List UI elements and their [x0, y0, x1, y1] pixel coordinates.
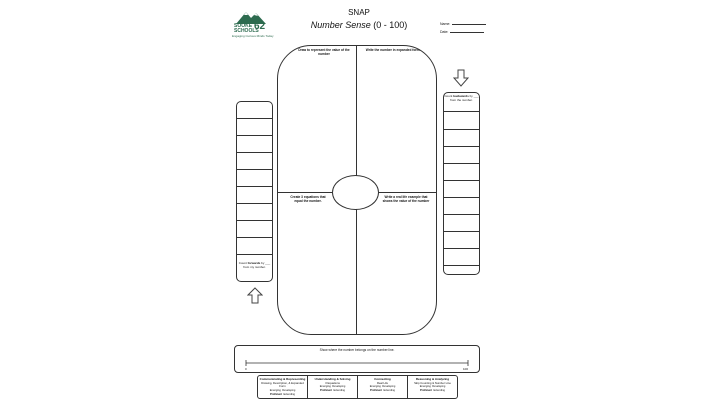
number-oval[interactable] [332, 175, 379, 210]
rubric-understanding: Understanding & Solving 3 Equations Emer… [308, 376, 358, 398]
date-field[interactable]: Date: [440, 30, 485, 34]
count-backwards-label: Count backwards by ___ from the number. [444, 94, 479, 102]
name-field[interactable]: Name: [440, 22, 487, 26]
quadrant-frame [277, 45, 437, 335]
number-line-box [234, 345, 480, 373]
quadrant-equations: Create 3 equations that equal the number… [290, 195, 326, 203]
subtitle-range: (0 - 100) [373, 20, 408, 30]
page-title: SNAP [348, 8, 370, 17]
count-forwards-label: Count forwards by ___ from my number. [238, 261, 271, 269]
rubric-communicating: Communicating & Representing Drawing, De… [258, 376, 308, 398]
rubric-reasoning: Reasoning & Analyzing Skip Counting & Nu… [414, 377, 451, 393]
rubric-connecting: Connecting Real Life Emerging Developing… [358, 376, 408, 398]
logo-tagline: Engaging Curious Minds Today [232, 34, 274, 38]
quadrant-draw: Draw to represent the value of the numbe… [298, 48, 350, 56]
number-line[interactable] [240, 358, 474, 368]
assessment-rubric: Communicating & Representing Drawing, De… [257, 375, 458, 399]
number-line-start: 0 [245, 367, 247, 371]
number-line-label: Show where the number belongs on the num… [319, 348, 395, 352]
arrow-down-icon [453, 69, 469, 87]
page-subtitle: Number Sense (0 - 100) [0, 20, 718, 30]
quadrant-real-life: Write a real life example that shows the… [382, 195, 430, 203]
name-label: Name: [440, 22, 451, 26]
quadrant-expanded-form: Write the number in expanded form. [365, 48, 421, 52]
mountain-icon [236, 12, 266, 24]
subtitle-topic: Number Sense [310, 20, 371, 30]
arrow-up-icon [247, 287, 263, 304]
count-forwards-panel [236, 101, 273, 282]
number-line-end: 100 [463, 367, 469, 371]
logo-name: SOOKE SCHOOLS [234, 23, 259, 34]
logo-number: 62 [254, 21, 266, 32]
date-label: Date: [440, 30, 449, 34]
count-backwards-panel [443, 92, 480, 275]
